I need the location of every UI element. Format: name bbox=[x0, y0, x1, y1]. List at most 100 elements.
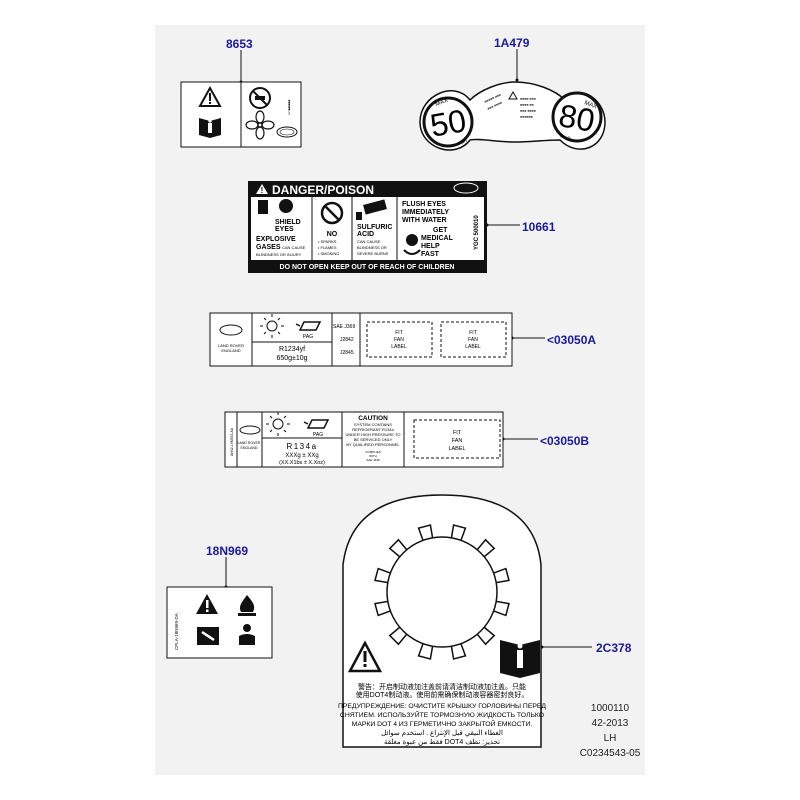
fit-text: FAN bbox=[394, 337, 404, 343]
col4-head: IMMEDIATELY bbox=[402, 209, 449, 216]
refrigerant-sun-icon bbox=[266, 412, 290, 436]
callout-18n969: 18N969 bbox=[206, 544, 249, 558]
manual-book-icon bbox=[199, 118, 221, 138]
service-manual-icon bbox=[197, 627, 219, 645]
svg-text:!: ! bbox=[261, 186, 264, 195]
fit-text: FIT bbox=[395, 330, 403, 336]
warning-triangle-icon bbox=[196, 594, 218, 614]
col4-sub: FAST bbox=[421, 251, 440, 258]
no-sparks-icon bbox=[249, 87, 271, 109]
col4-sub: HELP bbox=[421, 243, 440, 250]
caution-line: BY QUALIFIED PERSONNEL bbox=[346, 442, 400, 447]
caution-line: SYSTEM CONTAINS bbox=[354, 422, 392, 427]
col3-small: SEVERE BURNS bbox=[357, 251, 389, 256]
label-03050a: LAND ROVER ENGLAND PAG R1234yf 650g±10g … bbox=[209, 312, 513, 367]
comply-line: WITH bbox=[369, 454, 377, 458]
svg-text:A2 ■■■■■■: A2 ■■■■■■ bbox=[287, 99, 291, 115]
standard-2: J2842 bbox=[340, 337, 354, 343]
standard-3: J2845 bbox=[340, 350, 354, 356]
unit-right-text: km/h bbox=[559, 133, 571, 142]
qualified-person-icon bbox=[239, 624, 255, 645]
svg-text:EYES: EYES bbox=[275, 226, 294, 233]
drawing-reference: 1000110 42-2013 LH C0234543-05 bbox=[555, 701, 665, 761]
speed-left-value: 50 bbox=[428, 102, 469, 144]
col1-small: CAN CAUSE bbox=[282, 245, 306, 250]
danger-side-code: YGC 500010 bbox=[474, 215, 480, 250]
col1-head: SHIELD bbox=[275, 219, 301, 226]
fan-icon bbox=[245, 110, 275, 140]
ref-line: LH bbox=[603, 733, 617, 744]
reservoir-tab bbox=[493, 567, 510, 584]
reservoir-tab bbox=[476, 538, 496, 558]
fit-text: FIT bbox=[469, 330, 477, 336]
warning-line-ar: فقط من عبوة مغلقة DOT4 تحذير: نظف bbox=[384, 738, 500, 746]
manual-book-icon bbox=[500, 640, 540, 678]
warning-line-ru: МАРКИ DOT 4 ИЗ ГЕРМЕТИЧНО ЗАКРЫТОЙ ЕМКОС… bbox=[352, 719, 533, 728]
ref-line: 42-2013 bbox=[591, 718, 629, 729]
svg-text:ENGLAND: ENGLAND bbox=[221, 348, 240, 353]
danger-footer: DO NOT OPEN KEEP OUT OF REACH OF CHILDRE… bbox=[280, 264, 455, 271]
svg-text:GASES: GASES bbox=[256, 244, 281, 251]
warning-triangle-icon bbox=[347, 640, 383, 673]
warning-line-zh: 使用DOT4制动液。使用前需确保制动液容器密封良好。 bbox=[356, 690, 529, 699]
side-code: AH42-19N553-AA bbox=[230, 427, 234, 456]
col4-sub: MEDICAL bbox=[421, 235, 454, 242]
fit-text: FAN bbox=[452, 438, 463, 444]
speed-right-value: 80 bbox=[556, 97, 597, 139]
col4-head: FLUSH EYES bbox=[402, 201, 446, 208]
svg-text:ENGLAND: ENGLAND bbox=[241, 446, 258, 450]
refrigerant-sun-icon bbox=[260, 314, 284, 338]
leader-lines bbox=[225, 49, 592, 648]
svg-text:■■■■ ■■: ■■■■ ■■ bbox=[520, 103, 534, 107]
svg-text:■■■■■ ■■■: ■■■■■ ■■■ bbox=[484, 93, 502, 104]
callout-2c378: 2C378 bbox=[596, 641, 632, 655]
col1-sub: EXPLOSIVE bbox=[256, 236, 296, 243]
caution-line: UNDER HIGH PRESSURE TO bbox=[346, 432, 401, 437]
standard-1: SAE J369 bbox=[333, 324, 355, 330]
reservoir-tab bbox=[476, 626, 496, 646]
fit-text: LABEL bbox=[391, 344, 407, 350]
brand-oval-icon bbox=[219, 324, 243, 336]
col2-head: NO bbox=[327, 231, 338, 238]
warning-line-ru: СНЯТИЕМ. ИСПОЛЬЗУЙТЕ ТОРМОЗНУЮ ЖИДКОСТЬ … bbox=[340, 710, 544, 719]
oil-can-icon bbox=[295, 321, 322, 331]
reservoir-tab bbox=[417, 643, 434, 660]
max-right-text: MAX bbox=[583, 100, 597, 110]
svg-text:ACID: ACID bbox=[357, 231, 374, 238]
callout-03050a: <03050A bbox=[547, 333, 597, 347]
fit-fan-box bbox=[366, 321, 433, 358]
comply-line: SAE J639 bbox=[366, 458, 380, 462]
reservoir-tab bbox=[450, 524, 467, 541]
danger-title: DANGER/POISON bbox=[272, 183, 374, 197]
callout-10661: 10661 bbox=[522, 220, 556, 234]
side-code: CPLA-18N969-DA bbox=[174, 613, 179, 650]
col4-head: WITH WATER bbox=[402, 217, 447, 224]
col2-item: • SMOKING bbox=[318, 251, 339, 256]
label-8653: A2 ■■■■■■ bbox=[180, 81, 302, 148]
refrigerant-amount: XXXg ± XXg bbox=[285, 453, 318, 459]
oil-type: PAG bbox=[313, 432, 323, 438]
fit-fan-box bbox=[440, 321, 507, 358]
oil-can-icon bbox=[303, 419, 330, 429]
speed-small-print: ■■■■■ ■■■ ■■■ ■■■■ ■■■■ ■■■ ■■■■ ■■ ■■■ … bbox=[484, 93, 536, 119]
acid-pour-icon bbox=[356, 199, 387, 220]
brand-oval-icon bbox=[239, 425, 261, 435]
fit-text: FAN bbox=[468, 337, 478, 343]
reservoir-teeth bbox=[374, 524, 510, 660]
fit-text: LABEL bbox=[448, 446, 465, 452]
refrigerant-type: R1234yf bbox=[279, 346, 305, 353]
svg-text:■■■■■■: ■■■■■■ bbox=[520, 115, 533, 119]
callout-8653: 8653 bbox=[226, 37, 253, 51]
svg-text:■■■■ ■■■: ■■■■ ■■■ bbox=[520, 97, 536, 101]
fit-text: LABEL bbox=[465, 344, 481, 350]
reservoir-tab bbox=[388, 538, 408, 558]
callout-1a479: 1A479 bbox=[494, 36, 530, 50]
col3-small: BLINDNESS OR bbox=[357, 245, 387, 250]
reservoir-tab bbox=[417, 524, 434, 541]
callout-03050b: <03050B bbox=[540, 434, 590, 448]
col2-item: • FLAMES bbox=[318, 245, 337, 250]
svg-text:■■■ ■■■■: ■■■ ■■■■ bbox=[520, 109, 536, 113]
warning-triangle-icon bbox=[198, 85, 222, 107]
col2-item: • SPARKS bbox=[318, 239, 337, 244]
